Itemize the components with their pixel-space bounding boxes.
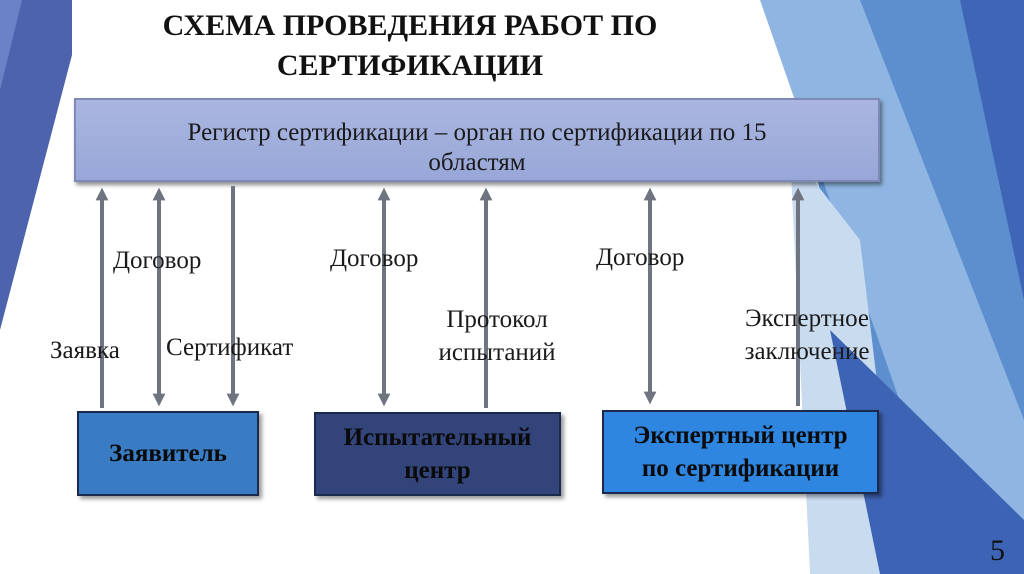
applicant-box: Заявитель xyxy=(77,411,259,496)
test-report-line-2: испытаний xyxy=(438,339,556,366)
left-accent-shape xyxy=(0,0,72,330)
label-contract-3: Договор xyxy=(596,244,685,271)
applicant-label: Заявитель xyxy=(109,440,227,467)
title-line-2: СЕРТИФИКАЦИИ xyxy=(276,49,544,82)
registry-box: Регистр сертификации – орган по сертифик… xyxy=(74,98,880,182)
label-expert-opinion: Экспертное заключение xyxy=(726,302,888,368)
right-accent-lower xyxy=(830,330,1024,574)
page-title: СХЕМА ПРОВЕДЕНИЯ РАБОТ ПО СЕРТИФИКАЦИИ xyxy=(90,6,730,86)
testing-center-line-1: Испытательный xyxy=(343,424,532,451)
expert-opinion-line-2: заключение xyxy=(744,338,870,365)
testing-center-line-2: центр xyxy=(404,457,471,484)
expert-opinion-line-1: Экспертное xyxy=(745,305,869,332)
left-accent-light xyxy=(0,0,22,90)
expert-center-box: Экспертный центр по сертификации xyxy=(602,410,879,494)
label-contract-1: Договор xyxy=(113,247,202,274)
registry-line-1: Регистр сертификации – орган по сертифик… xyxy=(187,119,767,146)
testing-center-box: Испытательный центр xyxy=(314,412,561,496)
label-contract-2: Договор xyxy=(330,245,419,272)
label-test-report: Протокол испытаний xyxy=(422,303,572,369)
test-report-line-1: Протокол xyxy=(446,306,548,333)
page-number: 5 xyxy=(990,534,1005,567)
registry-line-2: областям xyxy=(428,149,526,176)
expert-center-line-1: Экспертный центр xyxy=(633,422,848,449)
label-certificate: Сертификат xyxy=(166,334,294,361)
title-line-1: СХЕМА ПРОВЕДЕНИЯ РАБОТ ПО xyxy=(162,9,658,42)
expert-center-line-2: по сертификации xyxy=(641,455,840,482)
label-application: Заявка xyxy=(50,337,120,364)
